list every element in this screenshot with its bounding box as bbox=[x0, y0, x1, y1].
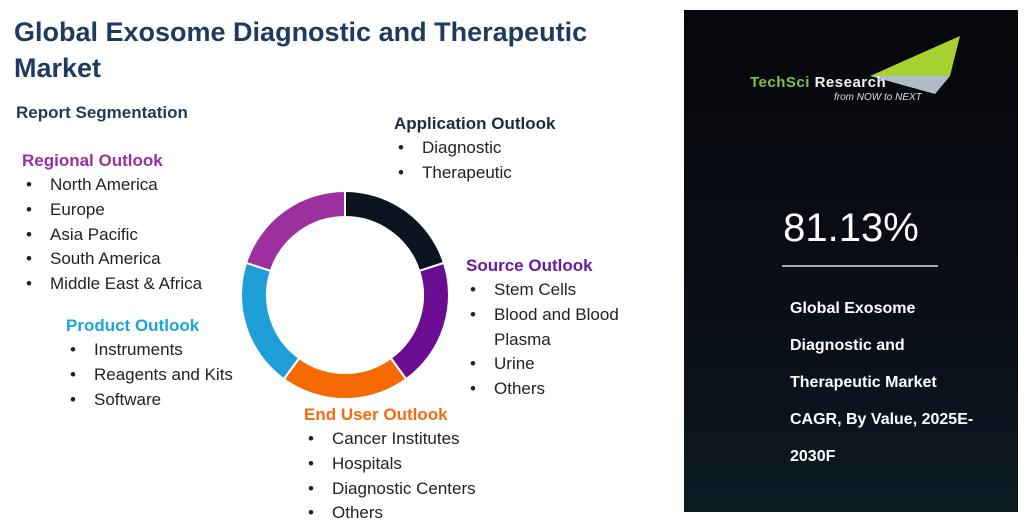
list-item: Instruments bbox=[66, 338, 233, 363]
source-outlook: Source OutlookStem CellsBlood and Blood … bbox=[466, 254, 656, 402]
list-item: Urine bbox=[466, 352, 656, 377]
application-outlook: Application OutlookDiagnosticTherapeutic bbox=[394, 112, 556, 186]
cagr-description: Global Exosome Diagnostic and Therapeuti… bbox=[790, 300, 974, 465]
section-title: Source Outlook bbox=[466, 256, 593, 275]
list-item: South America bbox=[22, 247, 202, 272]
end-user-outlook: End User OutlookCancer InstitutesHospita… bbox=[304, 403, 476, 526]
cagr-panel: TechSci Research from NOW to NEXT 81.13%… bbox=[684, 10, 1018, 512]
list-item: Diagnostic Centers bbox=[304, 477, 476, 502]
list-item: Others bbox=[466, 377, 656, 402]
logo-tagline: from NOW to NEXT bbox=[834, 92, 922, 103]
page-title: Global Exosome Diagnostic and Therapeuti… bbox=[14, 17, 588, 83]
section-title: Product Outlook bbox=[66, 316, 200, 335]
section-title: End User Outlook bbox=[304, 405, 448, 424]
donut-segment-source bbox=[389, 261, 450, 381]
list-item: Diagnostic bbox=[394, 136, 556, 161]
list-item: Reagents and Kits bbox=[66, 363, 233, 388]
list-item: Middle East & Africa bbox=[22, 272, 202, 297]
section-title: Regional Outlook bbox=[22, 151, 163, 170]
donut-segment-regional bbox=[244, 189, 346, 273]
list-item: Asia Pacific bbox=[22, 223, 202, 248]
product-outlook: Product OutlookInstrumentsReagents and K… bbox=[66, 314, 233, 412]
list-item: Others bbox=[304, 501, 476, 526]
segmentation-donut bbox=[240, 189, 450, 400]
cagr-value: 81.13% bbox=[783, 206, 919, 250]
logo-text-techsci: TechSci bbox=[750, 74, 810, 91]
donut-segment-application bbox=[344, 189, 446, 273]
regional-outlook: Regional OutlookNorth AmericaEuropeAsia … bbox=[22, 149, 202, 297]
logo-text-research: Research bbox=[814, 74, 887, 91]
list-item: Therapeutic bbox=[394, 161, 556, 186]
list-item: Software bbox=[66, 388, 233, 413]
list-item: Stem Cells bbox=[466, 278, 656, 303]
list-item: Blood and Blood Plasma bbox=[466, 303, 656, 353]
techsci-logo: TechSci Research from NOW to NEXT bbox=[750, 34, 970, 114]
logo-arrow-icon bbox=[870, 36, 960, 94]
donut-segment-product bbox=[240, 261, 301, 381]
list-item: Cancer Institutes bbox=[304, 427, 476, 452]
donut-segment-end_user bbox=[282, 356, 408, 400]
list-item: Hospitals bbox=[304, 452, 476, 477]
section-title: Application Outlook bbox=[394, 114, 556, 133]
report-segmentation-heading: Report Segmentation bbox=[16, 103, 188, 122]
list-item: Europe bbox=[22, 198, 202, 223]
divider bbox=[782, 265, 938, 267]
list-item: North America bbox=[22, 173, 202, 198]
